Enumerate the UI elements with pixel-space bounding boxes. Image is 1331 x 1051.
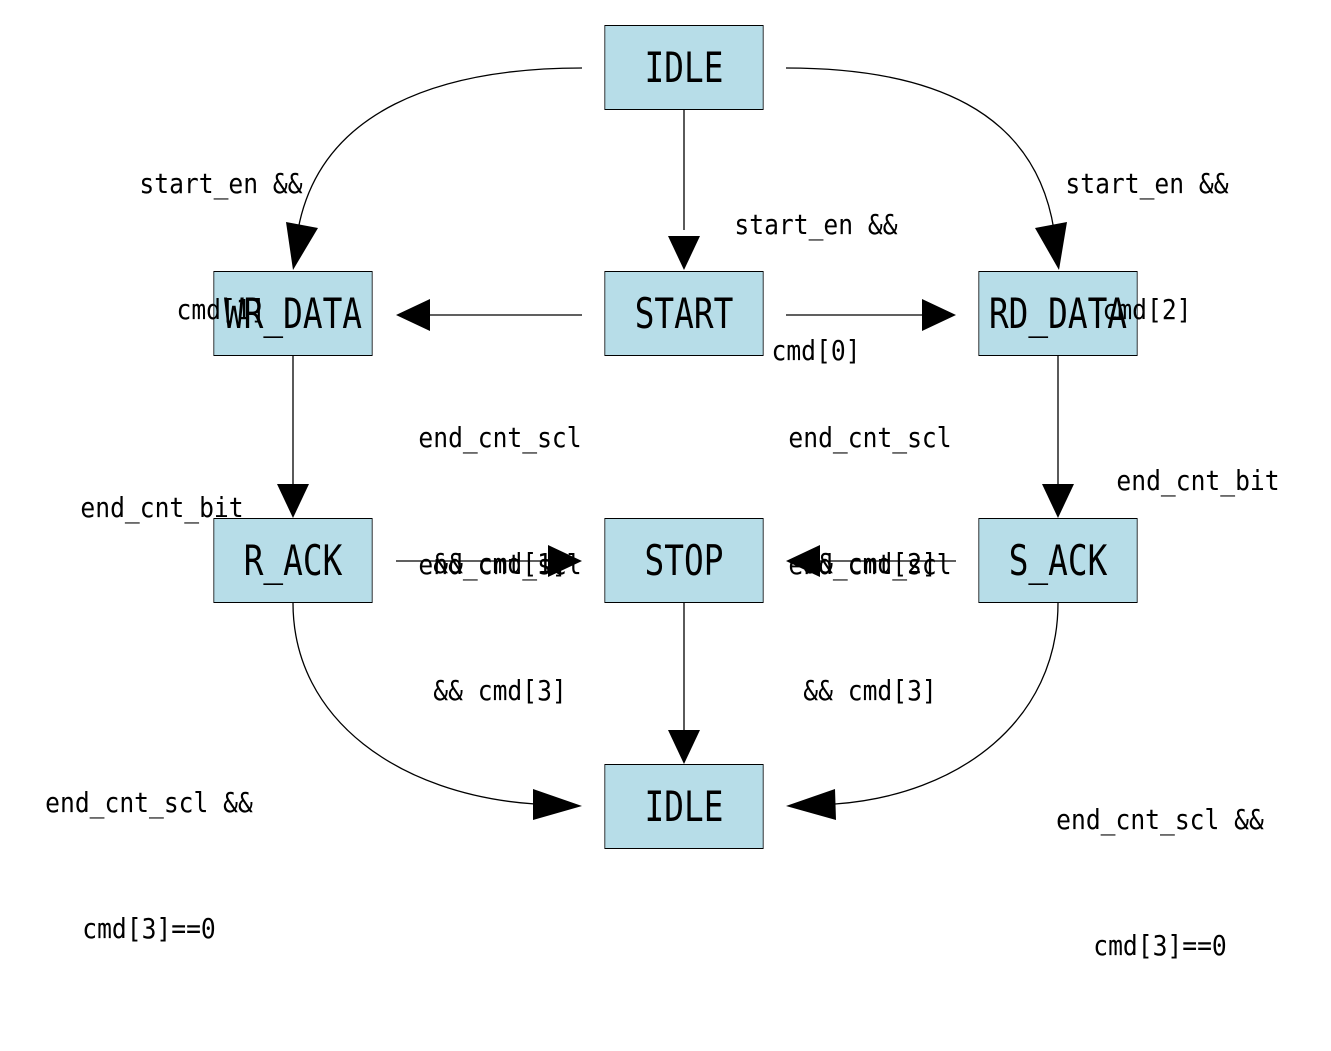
arrowhead-r-ack-top bbox=[277, 484, 309, 518]
arrowhead-stop-right bbox=[786, 545, 820, 577]
label-idle-to-rd-data: start_en && cmd[2] bbox=[1065, 79, 1228, 415]
state-rd-data: RD_DATA bbox=[978, 271, 1138, 356]
label-line: end_cnt_scl bbox=[788, 548, 952, 581]
state-idle-bottom: IDLE bbox=[604, 764, 764, 849]
label-line: end_cnt_scl && bbox=[45, 786, 253, 819]
arrow-r-ack-to-idle bbox=[292, 602, 536, 805]
arrowhead-rd-data-left bbox=[922, 299, 956, 331]
transition-arrows bbox=[277, 67, 1074, 820]
arrow-idle-to-rd-data bbox=[785, 67, 1055, 231]
state-wr-data-label: WR_DATA bbox=[223, 289, 363, 338]
label-r-ack-to-idle: end_cnt_scl && cmd[3]==0 bbox=[45, 698, 253, 1034]
state-idle-top: IDLE bbox=[604, 25, 764, 110]
label-line: end_cnt_scl && bbox=[1056, 803, 1264, 836]
label-line: && cmd[3] bbox=[803, 674, 937, 707]
state-wr-data: WR_DATA bbox=[213, 271, 373, 356]
state-s-ack-label: S_ACK bbox=[1008, 536, 1108, 585]
state-r-ack: R_ACK bbox=[213, 518, 373, 603]
label-idle-to-wr-data: start_en && cmd[1] bbox=[139, 79, 302, 415]
label-line: end_cnt_bit bbox=[1116, 464, 1280, 497]
state-start-label: START bbox=[634, 289, 734, 338]
label-rd-data-to-s-ack: end_cnt_bit bbox=[1116, 376, 1279, 586]
arrowhead-wr-data-left bbox=[396, 299, 430, 331]
label-line: end_cnt_scl bbox=[418, 548, 582, 581]
label-line: && cmd[1] bbox=[433, 547, 567, 580]
label-idle-to-start: start_en && cmd[0] bbox=[734, 120, 897, 456]
label-line: && cmd[3] bbox=[433, 674, 567, 707]
label-line: && cmd[2] bbox=[803, 547, 937, 580]
label-line: cmd[1] bbox=[176, 293, 266, 326]
state-stop: STOP bbox=[604, 518, 764, 603]
label-line: cmd[2] bbox=[1102, 293, 1192, 326]
arrowhead-wr-data bbox=[286, 222, 318, 270]
label-line: start_en && bbox=[1065, 167, 1229, 200]
state-r-ack-label: R_ACK bbox=[243, 536, 343, 585]
label-line: start_en && bbox=[139, 167, 303, 200]
arrowhead-idle-left bbox=[533, 789, 582, 820]
label-line: end_cnt_bit bbox=[80, 491, 244, 524]
state-rd-data-label: RD_DATA bbox=[988, 289, 1128, 338]
label-line: cmd[3]==0 bbox=[82, 912, 216, 945]
arrowhead-stop-left bbox=[548, 545, 582, 577]
arrowhead-start-top bbox=[668, 236, 700, 270]
label-line: end_cnt_scl bbox=[418, 421, 582, 454]
label-line: start_en && bbox=[734, 208, 898, 241]
state-s-ack: S_ACK bbox=[978, 518, 1138, 603]
arrow-idle-to-wr-data bbox=[297, 67, 583, 231]
label-r-ack-to-stop: end_cnt_scl && cmd[3] bbox=[418, 460, 581, 796]
label-s-ack-to-idle: end_cnt_scl && cmd[3]==0 bbox=[1056, 715, 1264, 1051]
state-stop-label: STOP bbox=[644, 536, 724, 585]
label-start-to-wr-data: end_cnt_scl && cmd[1] bbox=[418, 333, 581, 669]
state-idle-top-label: IDLE bbox=[644, 43, 724, 92]
arrowhead-s-ack-top bbox=[1042, 484, 1074, 518]
arrowhead-idle-right bbox=[786, 789, 836, 820]
label-line: end_cnt_scl bbox=[788, 421, 952, 454]
state-idle-bottom-label: IDLE bbox=[644, 782, 724, 831]
fsm-diagram: IDLE WR_DATA START RD_DATA R_ACK STOP S_… bbox=[45, 25, 1280, 962]
label-start-to-rd-data: end_cnt_scl && cmd[2] bbox=[788, 333, 951, 669]
arrowhead-rd-data bbox=[1035, 222, 1067, 270]
label-wr-data-to-r-ack: end_cnt_bit bbox=[80, 403, 243, 613]
label-line: cmd[0] bbox=[771, 334, 861, 367]
label-line: cmd[3]==0 bbox=[1093, 929, 1227, 962]
arrowhead-idle-top bbox=[668, 730, 700, 764]
state-start: START bbox=[604, 271, 764, 356]
label-s-ack-to-stop: end_cnt_scl && cmd[3] bbox=[788, 460, 951, 796]
arrow-s-ack-to-idle bbox=[834, 602, 1059, 805]
